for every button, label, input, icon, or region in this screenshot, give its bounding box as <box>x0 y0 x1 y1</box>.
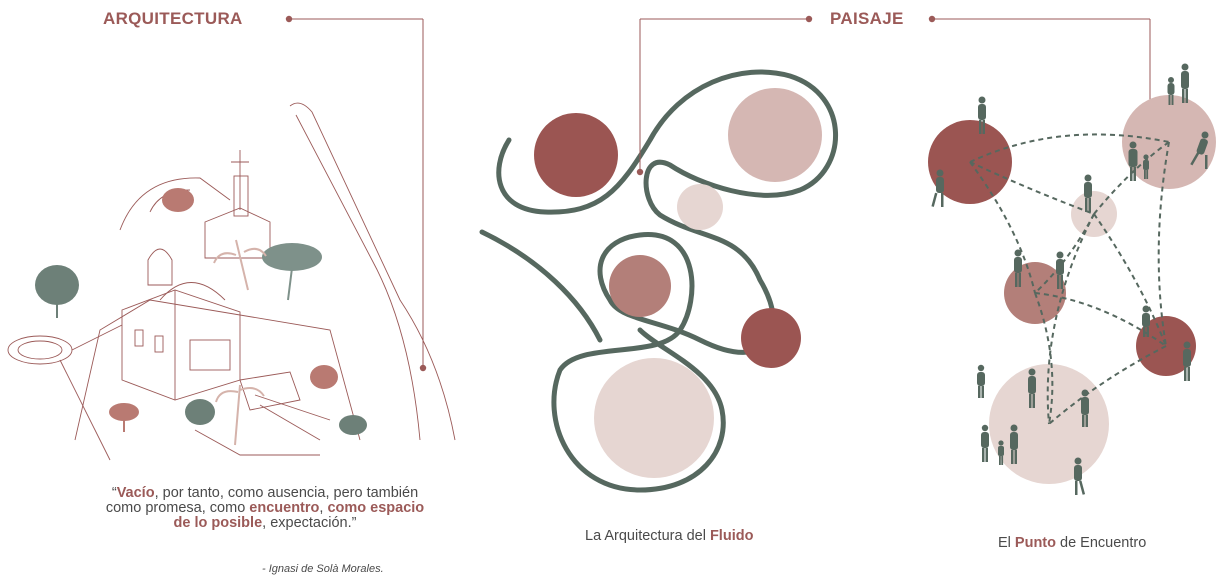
quote-text-1: , por tanto, como ausencia, pero también… <box>105 485 419 516</box>
quote-text-2: , <box>319 500 328 516</box>
trees <box>35 188 367 446</box>
paisaje-dot-right <box>928 15 936 23</box>
arquitectura-dot <box>285 15 293 23</box>
caption-fluido-bold: Fluido <box>709 528 754 544</box>
quote-open-mark: “ <box>111 485 117 501</box>
header-arquitectura: ARQUITECTURA <box>103 9 243 28</box>
quote-author: - Ignasi de Solà Morales. <box>262 563 384 575</box>
header-paisaje: PAISAJE <box>830 9 904 28</box>
caption-punto-pre: El <box>998 535 1015 551</box>
paisaje-end-dot-left <box>636 168 644 176</box>
caption-punto-post: de Encuentro <box>1056 535 1147 551</box>
quote-text: “Vacío, por tanto, como ausencia, pero t… <box>100 486 430 531</box>
caption-punto-bold: Punto <box>1014 535 1056 551</box>
caption-fluido: La Arquitectura del Fluido <box>585 528 753 544</box>
people-silhouettes <box>931 63 1209 495</box>
caption-fluido-pre: La Arquitectura del <box>585 528 710 544</box>
quote-close-mark: ” <box>351 515 357 531</box>
meeting-circles <box>928 95 1216 484</box>
connection-paths <box>969 133 1170 425</box>
caption-punto: El Punto de Encuentro <box>998 535 1146 551</box>
arquitectura-end-dot <box>419 364 427 372</box>
quote-word-encuentro: encuentro <box>249 500 320 516</box>
fluid-circles <box>534 88 822 478</box>
church-isometric-drawing <box>7 102 456 461</box>
quote-text-3: , expectación. <box>262 515 352 531</box>
arquitectura-leader <box>290 18 424 368</box>
quote-word-espacio: como espacio de lo posible <box>173 500 425 531</box>
paisaje-leader <box>639 18 1151 172</box>
quote-word-vacio: Vacío <box>116 485 155 501</box>
paisaje-dot-left <box>805 15 813 23</box>
